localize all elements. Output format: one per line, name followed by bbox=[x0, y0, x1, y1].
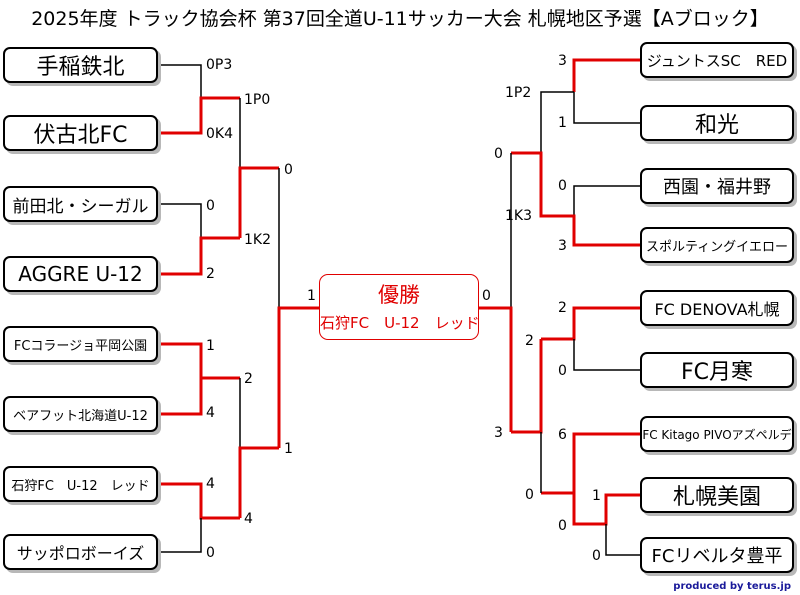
bracket-line-17 bbox=[573, 185, 640, 216]
winner-line-6 bbox=[158, 342, 240, 380]
bracket-line-16 bbox=[540, 91, 574, 153]
score-left-r1-3: 0 bbox=[206, 198, 215, 214]
winner-line-21 bbox=[541, 432, 640, 495]
score-left-r3-2: 1 bbox=[284, 441, 293, 457]
team-name: ベアフット北海道U-12 bbox=[13, 408, 148, 424]
team-left-2: 伏古北FC bbox=[3, 115, 158, 151]
score-right-prelim-1: 1 bbox=[592, 488, 601, 504]
team-left-6: ベアフット北海道U-12 bbox=[3, 396, 158, 432]
team-right-5: FC DENOVA札幌 bbox=[640, 290, 794, 326]
team-left-5: FCコラージョ平岡公園 bbox=[3, 326, 158, 362]
winner-line-3 bbox=[158, 236, 240, 276]
team-name: 前田北・シーガル bbox=[12, 196, 149, 217]
winner-line-19 bbox=[541, 306, 640, 341]
score-left-r1-8: 0 bbox=[206, 545, 215, 561]
winner-line-18 bbox=[511, 151, 640, 247]
score-left-final: 1 bbox=[307, 288, 316, 304]
score-right-r2-2: 1K3 bbox=[505, 208, 532, 224]
bracket-line-0 bbox=[158, 64, 202, 98]
page-title: 2025年度 トラック協会杯 第37回全道U-11サッカー大会 札幌地区予選【A… bbox=[31, 8, 769, 30]
score-right-prelim-2: 0 bbox=[592, 548, 601, 564]
team-right-9: FCリベルタ豊平 bbox=[640, 537, 794, 573]
score-right-r1-4: 3 bbox=[558, 238, 567, 254]
team-name: ジュントスSC RED bbox=[646, 51, 788, 70]
team-left-3: 前田北・シーガル bbox=[3, 186, 158, 222]
score-right-r2-1: 1P2 bbox=[505, 85, 532, 101]
score-right-r2-3: 2 bbox=[525, 333, 534, 349]
score-right-final: 0 bbox=[482, 288, 491, 304]
winner-line-5 bbox=[238, 166, 279, 238]
score-right-r3-1: 0 bbox=[494, 146, 503, 162]
team-name: FC DENOVA札幌 bbox=[654, 300, 780, 319]
score-right-r1-7: 6 bbox=[558, 427, 567, 443]
winner-line-11 bbox=[238, 446, 279, 518]
team-left-4: AGGRE U-12 bbox=[3, 256, 158, 292]
team-right-4: スポルティングイエロー bbox=[640, 227, 794, 263]
team-name: FCリベルタ豊平 bbox=[651, 546, 783, 567]
team-name: AGGRE U-12 bbox=[18, 262, 143, 286]
team-right-8: 札幌美園 bbox=[640, 477, 794, 513]
team-right-1: ジュントスSC RED bbox=[640, 42, 794, 78]
winner-line-27 bbox=[479, 306, 513, 432]
team-left-1: 手稲鉄北 bbox=[3, 47, 158, 83]
team-right-7: FC Kitago PIVOアズペルデ bbox=[640, 416, 794, 452]
team-name: スポルティングイエロー bbox=[645, 239, 789, 255]
score-left-r3-1: 0 bbox=[284, 162, 293, 178]
champion-box: 優勝 石狩FC U-12 レッド bbox=[319, 274, 480, 340]
team-name: サッポロボーイズ bbox=[16, 544, 145, 563]
bracket-line-15 bbox=[573, 92, 640, 124]
team-right-2: 和光 bbox=[640, 105, 794, 141]
bracket-line-9 bbox=[158, 518, 202, 553]
team-name: FC月寒 bbox=[680, 360, 754, 385]
score-left-r1-1: 0P3 bbox=[206, 57, 233, 73]
score-right-r1-3: 0 bbox=[558, 178, 567, 194]
team-name: FCコラージョ平岡公園 bbox=[13, 338, 148, 354]
score-left-r2-1: 1P0 bbox=[244, 92, 271, 108]
score-right-r3-2: 3 bbox=[494, 425, 503, 441]
score-left-r1-2: 0K4 bbox=[206, 126, 233, 142]
score-left-r1-7: 4 bbox=[206, 476, 215, 492]
winner-line-7 bbox=[158, 378, 203, 416]
score-right-r1-1: 3 bbox=[558, 53, 567, 69]
team-left-8: サッポロボーイズ bbox=[3, 534, 158, 570]
score-right-r1-2: 1 bbox=[558, 115, 567, 131]
score-right-r2-4: 0 bbox=[525, 487, 534, 503]
champion-name: 石狩FC U-12 レッド bbox=[320, 314, 480, 332]
team-name: 手稲鉄北 bbox=[36, 55, 125, 80]
credit: produced by terus.jp bbox=[673, 581, 791, 592]
winner-line-1 bbox=[158, 96, 240, 135]
score-right-r1-5: 2 bbox=[558, 300, 567, 316]
team-name: 西園・福井野 bbox=[663, 177, 771, 198]
team-name: 札幌美園 bbox=[672, 485, 761, 510]
score-left-r2-4: 4 bbox=[244, 511, 253, 527]
team-left-7: 石狩FC U-12 レッド bbox=[3, 466, 158, 502]
score-left-r2-2: 1K2 bbox=[244, 232, 271, 248]
winner-line-14 bbox=[572, 58, 640, 92]
bracket-line-20 bbox=[573, 339, 640, 371]
score-right-prelim-advance: 0 bbox=[558, 518, 567, 534]
score-left-r2-3: 2 bbox=[244, 371, 253, 387]
team-right-3: 西園・福井野 bbox=[640, 168, 794, 204]
champion-label: 優勝 bbox=[378, 283, 420, 307]
team-name: 石狩FC U-12 レッド bbox=[11, 478, 150, 494]
team-right-6: FC月寒 bbox=[640, 352, 794, 388]
winner-line-8 bbox=[158, 482, 240, 520]
score-left-r1-6: 4 bbox=[206, 405, 215, 421]
score-left-r1-5: 1 bbox=[206, 338, 215, 354]
team-name: 和光 bbox=[694, 113, 739, 138]
team-name: FC Kitago PIVOアズペルデ bbox=[642, 427, 792, 442]
bracket-line-23 bbox=[605, 524, 640, 556]
bracket-line-2 bbox=[158, 203, 202, 238]
score-left-r1-4: 2 bbox=[206, 266, 215, 282]
winner-line-24 bbox=[511, 339, 543, 434]
winner-line-22 bbox=[572, 493, 640, 526]
winner-line-13 bbox=[277, 306, 319, 448]
score-right-r1-6: 0 bbox=[558, 363, 567, 379]
team-name: 伏古北FC bbox=[33, 123, 128, 148]
